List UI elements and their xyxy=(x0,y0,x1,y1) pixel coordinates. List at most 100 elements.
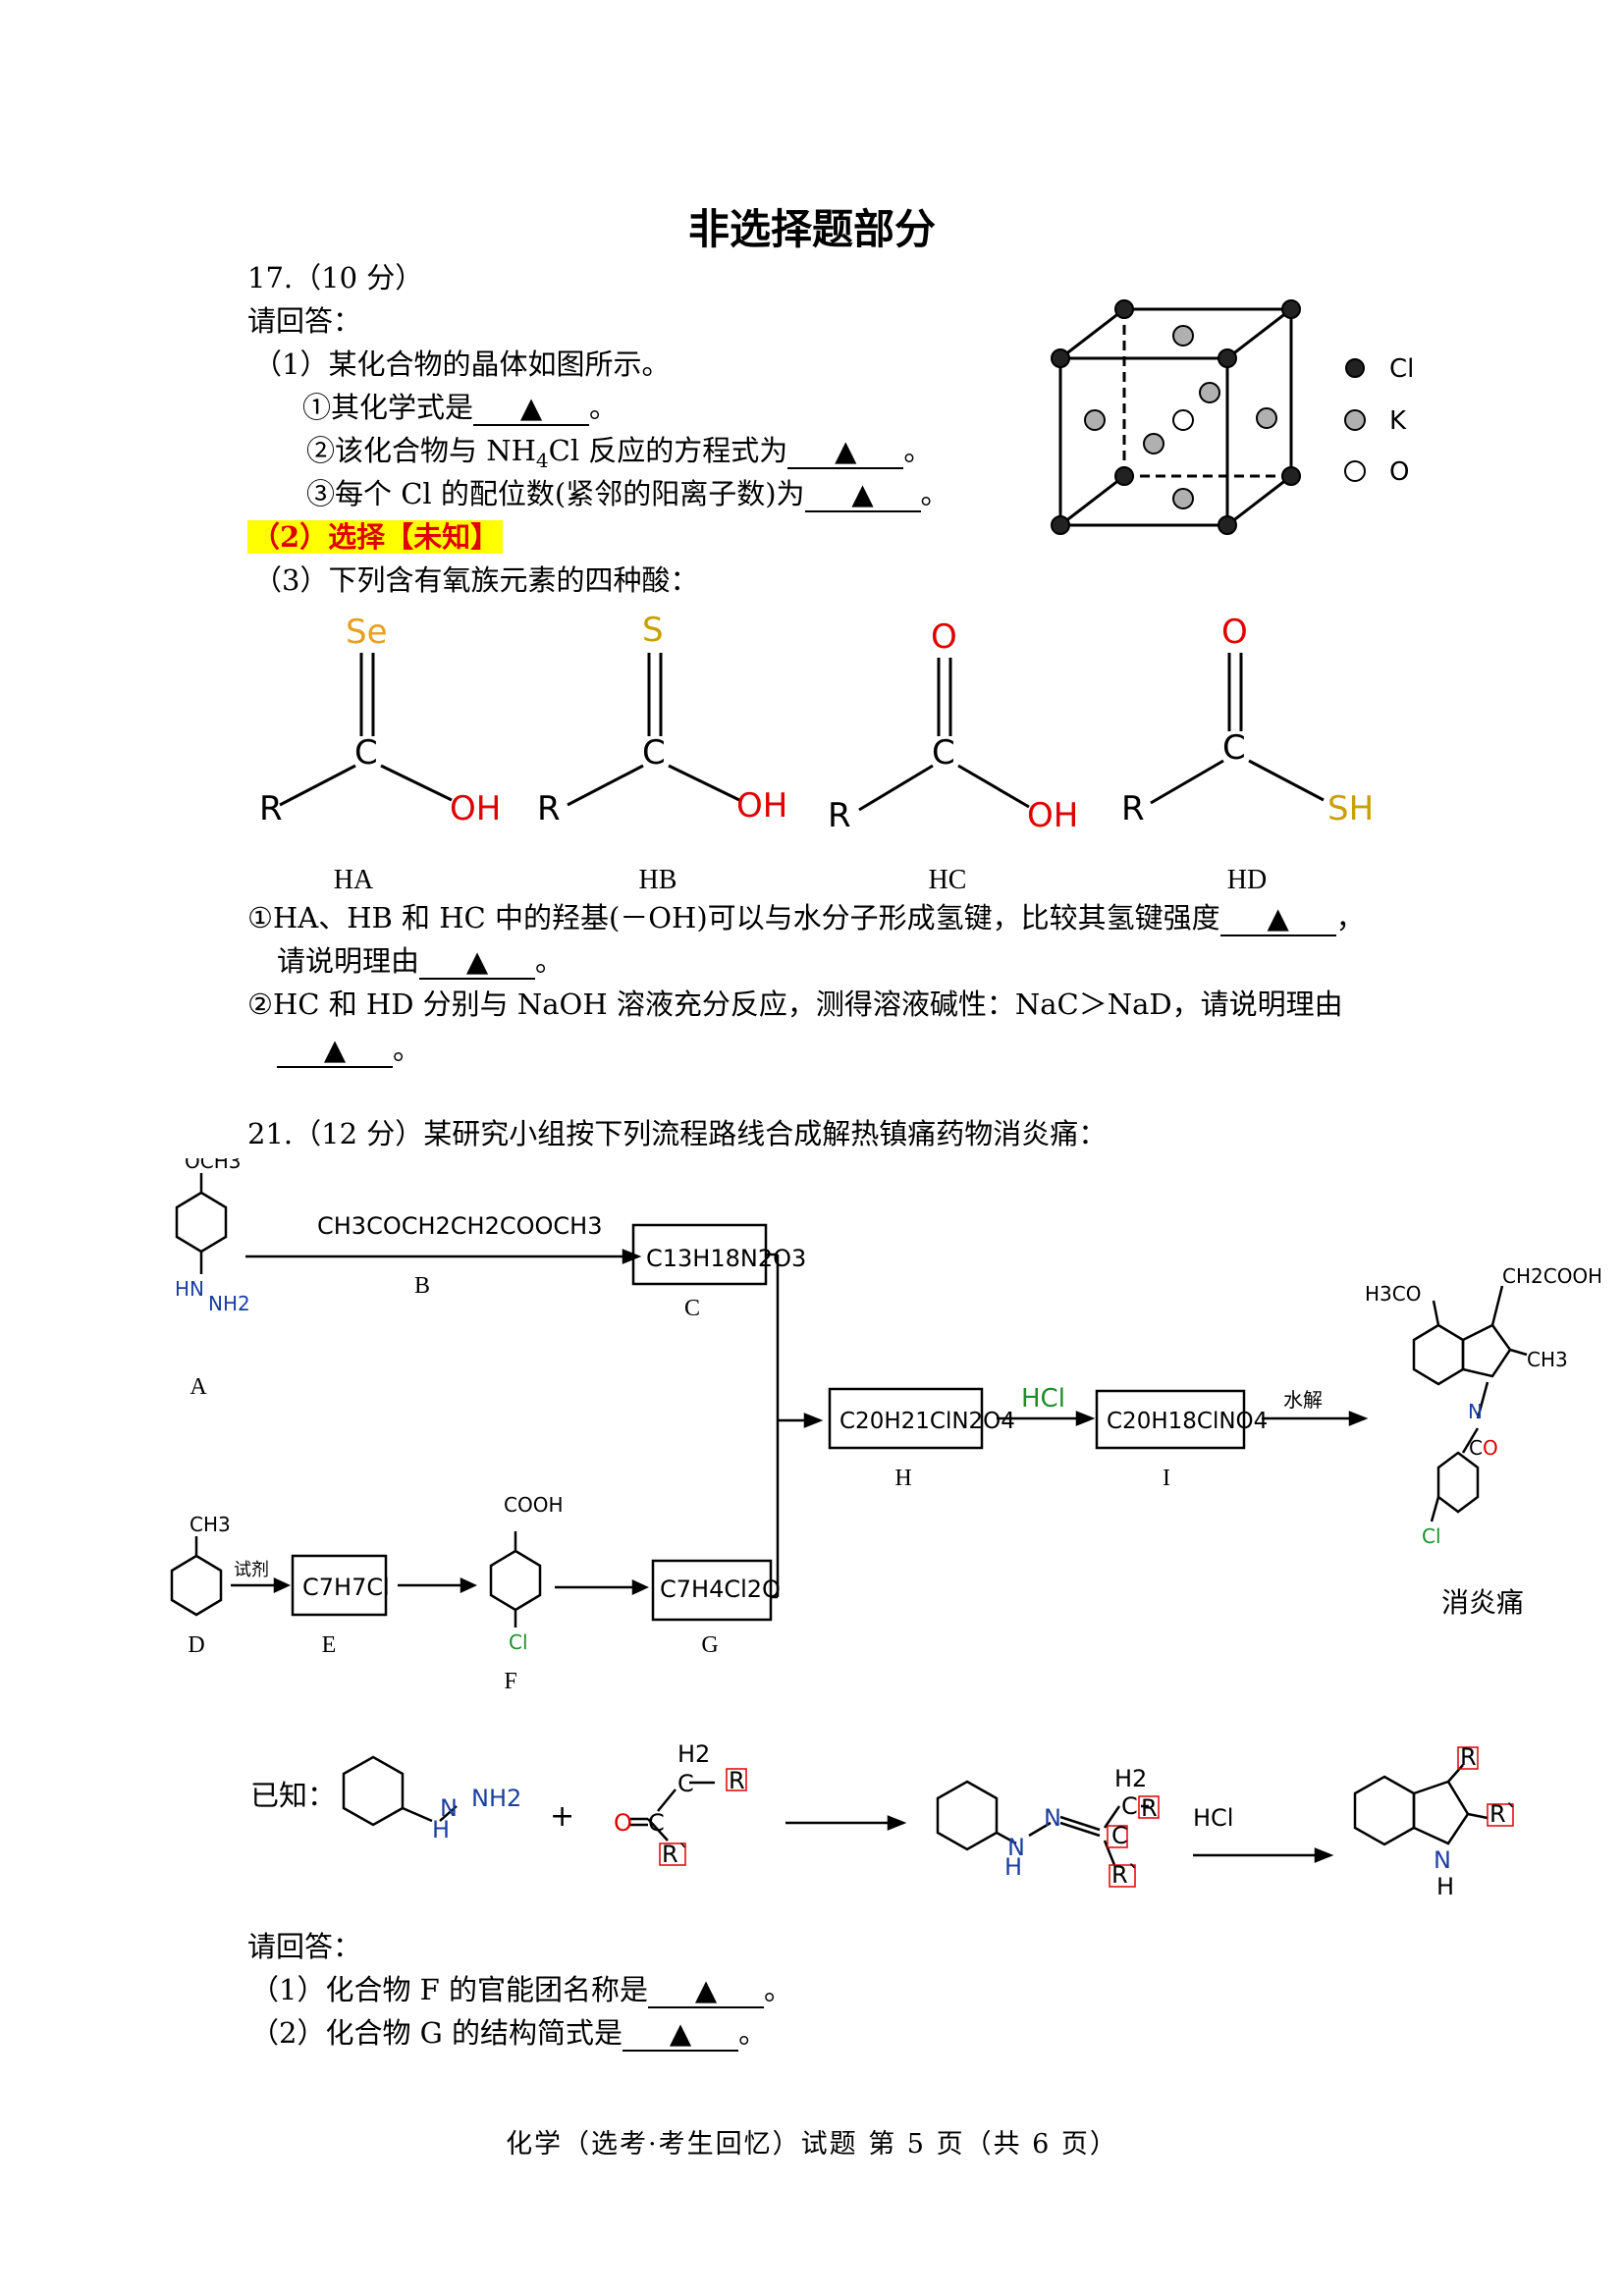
group-r2: R` xyxy=(1489,1800,1518,1828)
atom-c: C xyxy=(1121,1792,1138,1820)
group-r: R xyxy=(1460,1743,1477,1771)
box-c-formula: C13H18N2O3 xyxy=(646,1245,806,1272)
group-r: R xyxy=(1141,1794,1158,1822)
group-ch3: CH3 xyxy=(189,1513,231,1536)
q17-prompt: 请回答： xyxy=(247,304,362,338)
acid-structures: Se C R OH S C R OH O C R OH O C R SH HA … xyxy=(259,611,1374,895)
group-h3co: H3CO xyxy=(1365,1282,1421,1306)
q17-part3-1: ①HA、HB 和 HC 中的羟基(－OH)可以与水分子形成氢键，比较其氢键强度▲… xyxy=(247,901,1365,936)
q21-header: 21.（12 分）某研究小组按下列流程路线合成解热镇痛药物消炎痛： xyxy=(247,1117,1108,1150)
box-h-formula: C20H21ClN2O4 xyxy=(839,1409,1015,1434)
box-e-formula: C7H7Cl xyxy=(302,1574,390,1601)
atom-r: R xyxy=(259,789,283,828)
group-cooh: COOH xyxy=(504,1493,564,1517)
q21-part2: （2）化合物 G 的结构简式是▲。 xyxy=(250,2016,768,2052)
section-title: 非选择题部分 xyxy=(687,205,936,253)
crystal-cell-diagram: Cl K O xyxy=(1051,299,1414,535)
group-cl: Cl xyxy=(509,1630,528,1654)
atom-c: C xyxy=(1469,1436,1483,1460)
answer-blank[interactable]: ▲ xyxy=(1219,901,1336,936)
atom-n: N xyxy=(1468,1400,1483,1423)
answer-blank[interactable]: ▲ xyxy=(277,1033,393,1068)
legend-o: O xyxy=(1389,457,1409,487)
atom-n: N xyxy=(440,1794,458,1822)
q17-header: 17.（10 分） xyxy=(247,261,424,294)
atom-h: H xyxy=(432,1816,450,1843)
label-hd: HD xyxy=(1227,865,1267,895)
label-c: C xyxy=(684,1296,700,1321)
atom-n: N xyxy=(1434,1846,1451,1874)
atom-c: C xyxy=(1222,728,1246,768)
label-d: D xyxy=(188,1632,204,1658)
q17-part1-2: ②该化合物与 NH4Cl 反应的方程式为▲。 xyxy=(306,434,933,472)
atom-oh: OH xyxy=(1027,796,1078,835)
group-r2: R` xyxy=(1111,1861,1140,1889)
atom-r: R xyxy=(1121,789,1145,828)
group-och3: OCH3 xyxy=(185,1158,241,1173)
page-footer: 化学（选考·考生回忆）试题 第 5 页（共 6 页） xyxy=(506,2129,1118,2160)
label-f: F xyxy=(504,1669,516,1694)
atom-h: H xyxy=(1004,1853,1022,1881)
reagent-label: 试剂 xyxy=(234,1560,269,1580)
reagent-b: CH3COCH2CH2COOCH3 xyxy=(317,1212,602,1240)
atom-c: C xyxy=(1111,1822,1128,1849)
atom-se: Se xyxy=(346,613,388,652)
atom-n: N xyxy=(1044,1804,1061,1832)
q17-part3-2: ②HC 和 HD 分别与 NaOH 溶液充分反应，测得溶液碱性：NaC＞NaD，… xyxy=(247,988,1343,1021)
group-ch3: CH3 xyxy=(1527,1348,1568,1371)
label-b: B xyxy=(414,1273,430,1299)
label-hb: HB xyxy=(639,865,677,895)
q21-prompt: 请回答： xyxy=(247,1930,362,1963)
q17-part3: （3）下列含有氧族元素的四种酸： xyxy=(253,563,699,597)
group-nh2: NH2 xyxy=(208,1292,250,1315)
box-g-formula: C7H4Cl2O xyxy=(660,1575,781,1603)
label-ha: HA xyxy=(334,865,374,895)
label-hc: HC xyxy=(929,865,967,895)
q17-part3-2-blank: ▲。 xyxy=(277,1033,421,1068)
answer-blank[interactable]: ▲ xyxy=(419,944,536,980)
group-h2: H2 xyxy=(677,1740,710,1768)
atom-sh: SH xyxy=(1327,789,1374,828)
answer-blank[interactable]: ▲ xyxy=(804,477,921,512)
atom-n: N xyxy=(1007,1834,1025,1861)
group-hn: HN xyxy=(175,1277,204,1301)
q17-part2: （2）选择【未知】 xyxy=(247,520,504,554)
plus-sign: + xyxy=(550,1799,574,1834)
atom-r: R xyxy=(828,796,851,835)
atom-r: R xyxy=(537,789,561,828)
q17-part3-1-reason: 请说明理由▲。 xyxy=(277,944,565,980)
group-nh2: NH2 xyxy=(471,1785,521,1812)
group-cl: Cl xyxy=(1422,1524,1441,1548)
group-ch2cooh: CH2COOH xyxy=(1502,1264,1600,1288)
group-h2: H2 xyxy=(1114,1765,1147,1792)
atom-c: C xyxy=(932,733,955,773)
label-g: G xyxy=(701,1632,718,1658)
answer-blank[interactable]: ▲ xyxy=(623,2016,739,2052)
synthesis-route-diagram: OCH3 HN NH2 CH3COCH2CH2COOCH3 C13H18N2O3… xyxy=(170,1158,1600,1694)
q17-part1-1: ①其化学式是▲。 xyxy=(302,391,619,426)
atom-c: C xyxy=(642,733,666,773)
atom-s: S xyxy=(642,611,664,650)
atom-c: C xyxy=(648,1809,665,1837)
atom-o: O xyxy=(1483,1436,1498,1460)
q21-part1: （1）化合物 F 的官能团名称是▲。 xyxy=(250,1973,793,2008)
label-i: I xyxy=(1163,1466,1170,1491)
atom-c: C xyxy=(354,733,378,773)
atom-oh: OH xyxy=(450,789,501,828)
hcl-reagent: HCl xyxy=(1193,1804,1233,1832)
answer-blank[interactable]: ▲ xyxy=(787,434,904,469)
atom-o: O xyxy=(931,617,957,657)
group-r: R xyxy=(729,1767,745,1794)
label-e: E xyxy=(322,1632,337,1658)
legend-k: K xyxy=(1389,406,1407,436)
atom-o: O xyxy=(614,1809,632,1837)
known-label: 已知： xyxy=(250,1779,337,1812)
known-reaction-diagram: NH2 N H + O C C H2 R R` N H N C C H2 R R… xyxy=(342,1740,1518,1900)
answer-blank[interactable]: ▲ xyxy=(648,1973,765,2008)
label-h: H xyxy=(894,1466,911,1491)
answer-blank[interactable]: ▲ xyxy=(473,391,590,426)
hcl-reagent: HCl xyxy=(1021,1384,1065,1414)
atom-h: H xyxy=(1436,1873,1454,1900)
q17-part1-3: ③每个 Cl 的配位数(紧邻的阳离子数)为▲。 xyxy=(306,477,949,512)
legend-cl: Cl xyxy=(1389,354,1414,384)
